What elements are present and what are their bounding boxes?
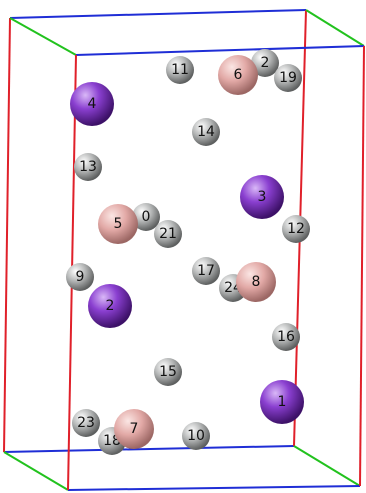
atom-label: 13 [79, 159, 97, 175]
atom-sphere-grey [132, 203, 160, 231]
cell-edge-front-top [75, 45, 365, 56]
atom-label: 10 [187, 428, 205, 444]
atom-15[interactable]: 15 [154, 358, 182, 386]
atom-20[interactable]: 0 [132, 203, 160, 231]
cell-edge-back-top [9, 9, 307, 19]
atom-label: 17 [197, 263, 215, 279]
cell-edge-back-bottom [3, 445, 295, 453]
atom-7[interactable]: 7 [114, 409, 154, 449]
atom-3[interactable]: 3 [240, 175, 284, 219]
atom-sphere-pink [218, 55, 258, 95]
atom-sphere-grey [182, 422, 210, 450]
atom-5[interactable]: 5 [98, 204, 138, 244]
atom-label: 6 [234, 67, 243, 83]
atom-label: 7 [130, 421, 139, 437]
atom-sphere-pink [114, 409, 154, 449]
atom-label: 3 [258, 189, 267, 205]
atom-sphere-grey [154, 220, 182, 248]
atom-sphere-grey [192, 118, 220, 146]
atom-9[interactable]: 9 [66, 263, 94, 291]
atom-sphere-grey [74, 153, 102, 181]
cell-edge-depth-br [293, 445, 361, 487]
atom-label: 0 [142, 209, 151, 225]
atom-label: 5 [114, 216, 123, 232]
cell-edge-depth-tl [9, 17, 77, 56]
atom-label: 21 [159, 226, 177, 242]
atom-12[interactable]: 12 [282, 215, 310, 243]
atom-13[interactable]: 13 [74, 153, 102, 181]
atom-label: 1 [278, 394, 287, 410]
atom-label: 8 [252, 274, 261, 290]
atom-14[interactable]: 14 [192, 118, 220, 146]
atom-sphere-purple [240, 175, 284, 219]
atom-label: 12 [287, 221, 305, 237]
atom-22[interactable]: 2 [251, 49, 279, 77]
atom-sphere-pink [236, 262, 276, 302]
atom-label: 9 [76, 269, 85, 285]
atom-sphere-grey [72, 409, 100, 437]
atom-label: 11 [171, 62, 189, 78]
atom-sphere-grey [192, 257, 220, 285]
atom-sphere-grey [272, 323, 300, 351]
atom-sphere-grey [251, 49, 279, 77]
atom-label: 2 [106, 298, 115, 314]
atom-sphere-pink [98, 204, 138, 244]
atom-sphere-purple [88, 284, 132, 328]
atom-sphere-purple [260, 380, 304, 424]
atom-sphere-grey [166, 56, 194, 84]
atom-23[interactable]: 23 [72, 409, 100, 437]
atom-label: 2 [261, 55, 270, 71]
atom-1[interactable]: 1 [260, 380, 304, 424]
atom-label: 4 [88, 96, 97, 112]
cell-edge-front-right [359, 45, 365, 487]
atom-label: 14 [197, 124, 215, 140]
atom-sphere-grey [66, 263, 94, 291]
atom-sphere-grey [282, 215, 310, 243]
atom-4[interactable]: 4 [70, 82, 114, 126]
atom-21[interactable]: 21 [154, 220, 182, 248]
atom-8[interactable]: 8 [236, 262, 276, 302]
cell-edge-back-left [3, 17, 11, 453]
atom-19[interactable]: 19 [274, 64, 302, 92]
atom-label: 15 [159, 364, 177, 380]
atom-10[interactable]: 10 [182, 422, 210, 450]
atom-2[interactable]: 2 [88, 284, 132, 328]
cell-edge-depth-bl [3, 451, 69, 491]
cell-edge-depth-tr [305, 9, 365, 47]
atom-sphere-purple [70, 82, 114, 126]
cell-edge-front-bottom [67, 485, 361, 491]
atom-16[interactable]: 16 [272, 323, 300, 351]
atom-label: 23 [77, 415, 95, 431]
atom-6[interactable]: 6 [218, 55, 258, 95]
atom-17[interactable]: 17 [192, 257, 220, 285]
atom-sphere-grey [274, 64, 302, 92]
atom-label: 16 [277, 329, 295, 345]
atom-sphere-grey [154, 358, 182, 386]
atom-label: 19 [279, 70, 297, 86]
atom-11[interactable]: 11 [166, 56, 194, 84]
unit-cell-box [3, 9, 365, 491]
